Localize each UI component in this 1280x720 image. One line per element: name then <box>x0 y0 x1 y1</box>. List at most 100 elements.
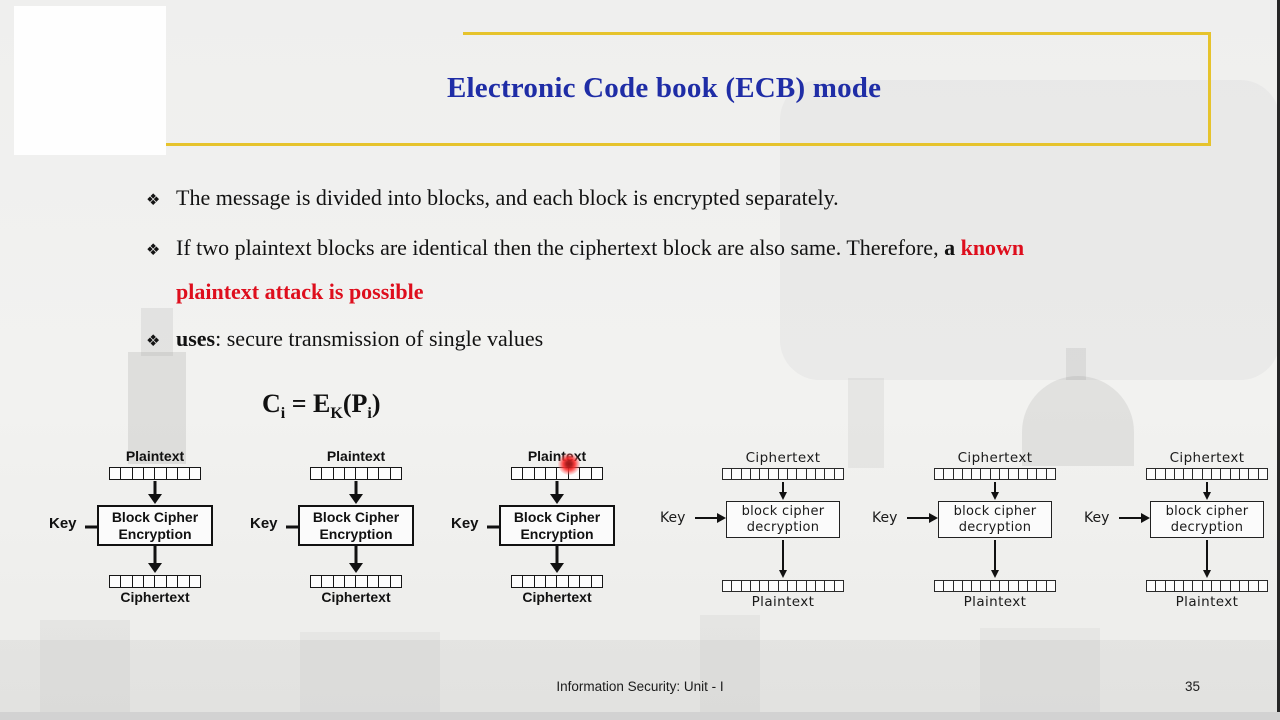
block-cell <box>188 575 202 588</box>
box-label-line1: block cipher <box>1165 503 1249 519</box>
box-label-line2: decryption <box>958 519 1032 535</box>
window-right-edge <box>1277 0 1280 720</box>
key-arrow-icon <box>907 512 938 524</box>
bullet-2-text: If two plaintext blocks are identical th… <box>176 235 945 260</box>
block-cipher-decryption-box: block cipher decryption <box>938 501 1052 538</box>
block-cell <box>833 580 845 592</box>
block-cell <box>1045 468 1057 480</box>
block-cell <box>389 467 403 480</box>
bottom-gray-bar <box>0 712 1280 720</box>
ecb-decryption-diagram-1: Ciphertext Key block cipher decryption P… <box>653 448 913 613</box>
block-cipher-decryption-box: block cipher decryption <box>1150 501 1264 538</box>
background-building <box>980 628 1100 712</box>
block-cell <box>1257 580 1269 592</box>
box-label-line1: Block Cipher <box>513 508 601 525</box>
plaintext-label: Plaintext <box>527 448 587 464</box>
bullet-item-3: ❖ uses: secure transmission of single val… <box>146 318 1226 362</box>
ecb-formula: Ci = EK(Pi) <box>262 389 381 423</box>
ecb-encryption-diagram-1: Plaintext Key Block Cipher Encryption Ci… <box>25 448 285 613</box>
key-label: Key <box>451 515 479 532</box>
ciphertext-label: Ciphertext <box>1169 450 1245 466</box>
block-cell <box>590 467 604 480</box>
box-label-line2: Encryption <box>319 525 393 542</box>
down-arrow-icon <box>990 482 999 500</box>
ciphertext-block-cells <box>722 468 845 480</box>
box-label-line2: Encryption <box>118 525 192 542</box>
plaintext-block-cells <box>1146 580 1269 592</box>
key-label: Key <box>660 510 686 526</box>
plaintext-label: Plaintext <box>963 594 1027 610</box>
plaintext-block-cells <box>511 467 604 480</box>
formula-open-P: (P <box>342 389 368 418</box>
footer-page-number: 35 <box>1185 679 1201 694</box>
block-cell <box>833 468 845 480</box>
down-arrow-icon <box>349 481 363 504</box>
ciphertext-block-cells <box>934 468 1057 480</box>
plaintext-block-cells <box>310 467 403 480</box>
title-frame-bottom-border <box>166 143 1211 146</box>
box-label-line1: block cipher <box>953 503 1037 519</box>
bullet-diamond-icon: ❖ <box>146 331 161 350</box>
block-cell <box>590 575 604 588</box>
ciphertext-block-cells <box>511 575 604 588</box>
ciphertext-label: Ciphertext <box>745 450 821 466</box>
block-cell <box>1045 580 1057 592</box>
ciphertext-block-cells <box>1146 468 1269 480</box>
bullet-2-red-line2: plaintext attack is possible <box>176 279 424 304</box>
formula-close: ) <box>371 389 381 418</box>
laser-pointer-dot <box>558 453 580 475</box>
plaintext-block-cells <box>934 580 1057 592</box>
box-label-line2: decryption <box>746 519 820 535</box>
background-building <box>300 632 440 712</box>
block-cipher-encryption-box: Block Cipher Encryption <box>499 505 615 546</box>
background-building <box>40 620 130 712</box>
key-arrow-icon <box>1119 512 1150 524</box>
blank-logo-box <box>14 6 166 155</box>
ciphertext-label: Ciphertext <box>522 589 592 605</box>
key-label: Key <box>872 510 898 526</box>
bullet-item-1: ❖The message is divided into blocks, and… <box>146 177 1226 221</box>
bullet-diamond-icon: ❖ <box>146 190 161 209</box>
box-label-line1: Block Cipher <box>312 508 400 525</box>
down-arrow-icon <box>349 546 363 573</box>
title-frame-right-border <box>1208 32 1211 146</box>
block-cipher-encryption-box: Block Cipher Encryption <box>298 505 414 546</box>
bullet-2-bold: a <box>944 235 961 260</box>
formula-sub-K: K <box>330 405 343 423</box>
ecb-encryption-diagram-2: Plaintext Key Block Cipher Encryption Ci… <box>226 448 486 613</box>
down-arrow-icon <box>148 481 162 504</box>
ecb-decryption-diagram-3: Ciphertext Key block cipher decryption P… <box>1077 448 1280 613</box>
slide-title: Electronic Code book (ECB) mode <box>447 72 882 104</box>
plaintext-block-cells <box>722 580 845 592</box>
down-arrow-icon <box>550 546 564 573</box>
block-cipher-encryption-box: Block Cipher Encryption <box>97 505 213 546</box>
down-arrow-icon <box>778 540 787 578</box>
title-frame-top-border <box>463 32 1211 35</box>
key-label: Key <box>250 515 278 532</box>
block-cell <box>389 575 403 588</box>
background-skyline <box>0 640 1280 712</box>
down-arrow-icon <box>148 546 162 573</box>
ecb-encryption-diagram-3: Plaintext Key Block Cipher Encryption Ci… <box>427 448 687 613</box>
down-arrow-icon <box>990 540 999 578</box>
box-label-line2: Encryption <box>520 525 594 542</box>
bullet-3-text: : secure transmission of single values <box>215 326 544 351</box>
ciphertext-label: Ciphertext <box>120 589 190 605</box>
bullet-3-bold: uses <box>176 326 216 351</box>
bullet-diamond-icon: ❖ <box>146 240 161 259</box>
key-label: Key <box>1084 510 1110 526</box>
ciphertext-label: Ciphertext <box>957 450 1033 466</box>
down-arrow-icon <box>1202 482 1211 500</box>
box-label-line2: decryption <box>1170 519 1244 535</box>
ciphertext-block-cells <box>109 575 202 588</box>
bullet-item-2: ❖ If two plaintext blocks are identical t… <box>146 227 1226 313</box>
formula-sub-i2: i <box>367 405 372 423</box>
block-cipher-decryption-box: block cipher decryption <box>726 501 840 538</box>
down-arrow-icon <box>1202 540 1211 578</box>
key-arrow-icon <box>695 512 726 524</box>
down-arrow-icon <box>778 482 787 500</box>
key-label: Key <box>49 515 77 532</box>
ecb-decryption-diagram-2: Ciphertext Key block cipher decryption P… <box>865 448 1125 613</box>
plaintext-block-cells <box>109 467 202 480</box>
